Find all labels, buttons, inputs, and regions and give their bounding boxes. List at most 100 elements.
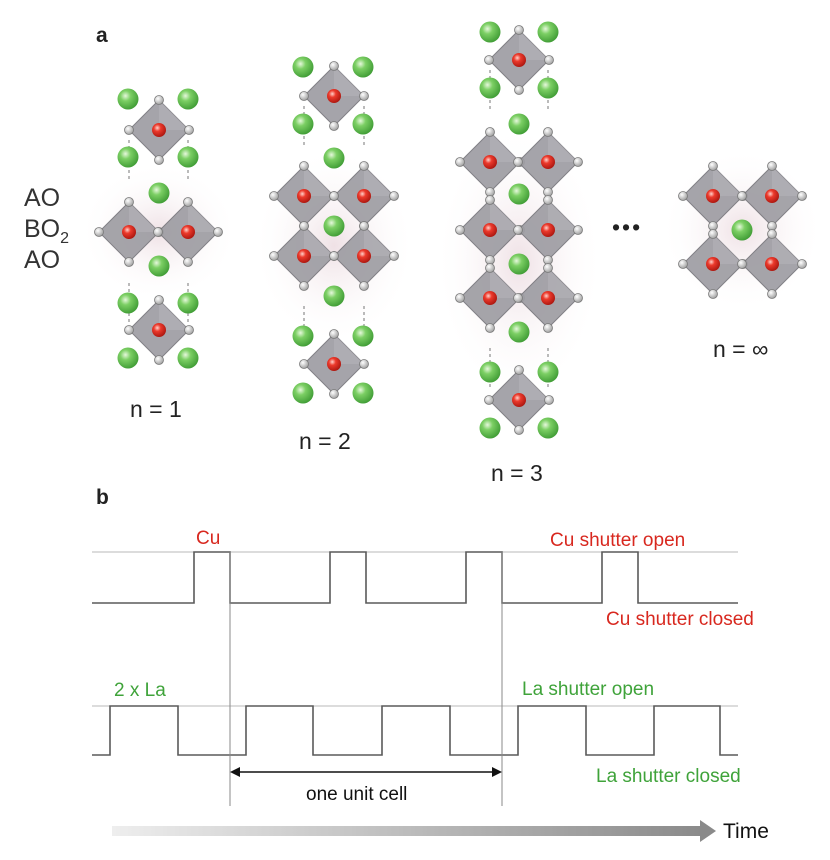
b-site-atom xyxy=(297,249,311,263)
octahedron-facet xyxy=(772,234,802,264)
oxygen-atom xyxy=(359,161,369,171)
oxygen-atom xyxy=(153,227,163,237)
oxygen-atom xyxy=(543,127,553,137)
oxygen-atom xyxy=(484,55,494,65)
oxygen-atom xyxy=(708,289,718,299)
b-site-atom xyxy=(181,225,195,239)
octahedron-facet xyxy=(548,200,578,230)
oxygen-atom xyxy=(678,259,688,269)
oxygen-atom xyxy=(184,325,194,335)
oxygen-atom xyxy=(708,229,718,239)
oxygen-atom xyxy=(299,221,309,231)
octahedron-facet xyxy=(519,370,549,400)
oxygen-atom xyxy=(513,157,523,167)
octahedron-facet xyxy=(490,200,520,230)
b-site-atom xyxy=(765,257,779,271)
cu-pulse-label: Cu xyxy=(196,528,221,549)
b-site-atom xyxy=(152,123,166,137)
la-open-label: La shutter open xyxy=(522,679,655,700)
octahedron-facet xyxy=(490,132,520,162)
b-site-atom xyxy=(327,89,341,103)
octahedron-facet xyxy=(772,166,802,196)
oxygen-atom xyxy=(213,227,223,237)
oxygen-atom xyxy=(359,359,369,369)
a-site-atom xyxy=(537,417,559,439)
cu-closed-label: Cu shutter closed xyxy=(606,609,754,630)
b-site-atom xyxy=(483,291,497,305)
structure-label-ninf: n = ∞ xyxy=(713,336,769,362)
oxygen-atom xyxy=(485,127,495,137)
a-site-atom xyxy=(117,292,139,314)
b-site-atom xyxy=(541,291,555,305)
structure-label-n2: n = 2 xyxy=(299,428,351,454)
oxygen-atom xyxy=(389,191,399,201)
oxygen-atom xyxy=(154,95,164,105)
octahedron-facet xyxy=(548,132,578,162)
cu-shutter-waveform xyxy=(92,551,738,604)
la-closed-label: La shutter closed xyxy=(596,766,741,787)
b-site-atom xyxy=(122,225,136,239)
la-pulse-label: 2 x La xyxy=(114,680,166,701)
oxygen-atom xyxy=(543,263,553,273)
layer-label-ao-top: AO xyxy=(24,184,61,212)
a-site-atom xyxy=(292,325,314,347)
a-site-atom xyxy=(292,113,314,135)
oxygen-atom xyxy=(797,191,807,201)
oxygen-atom xyxy=(329,121,339,131)
unit-cell-label: one unit cell xyxy=(306,784,408,805)
octahedron-facet xyxy=(159,300,189,330)
a-site-atom xyxy=(479,417,501,439)
oxygen-atom xyxy=(708,161,718,171)
a-site-atom xyxy=(177,292,199,314)
oxygen-atom xyxy=(299,161,309,171)
oxygen-atom xyxy=(514,365,524,375)
a-site-atom xyxy=(508,253,530,275)
a-site-atom xyxy=(508,321,530,343)
a-site-atom xyxy=(479,21,501,43)
oxygen-atom xyxy=(678,191,688,201)
layer-label-bo: BO xyxy=(24,215,61,243)
oxygen-atom xyxy=(154,155,164,165)
b-site-atom xyxy=(152,323,166,337)
a-site-atom xyxy=(117,347,139,369)
octahedron-facet xyxy=(364,166,394,196)
octahedron-facet xyxy=(304,166,334,196)
a-site-atom xyxy=(148,182,170,204)
b-site-atom xyxy=(706,189,720,203)
b-site-atom xyxy=(512,53,526,67)
b-site-atom xyxy=(483,155,497,169)
crystal-structures xyxy=(79,21,824,439)
oxygen-atom xyxy=(455,225,465,235)
octahedron-facet xyxy=(519,30,549,60)
oxygen-atom xyxy=(329,389,339,399)
oxygen-atom xyxy=(329,251,339,261)
a-site-atom xyxy=(352,56,374,78)
oxygen-atom xyxy=(124,325,134,335)
a-site-atom xyxy=(177,88,199,110)
oxygen-atom xyxy=(544,55,554,65)
octahedron-facet xyxy=(188,202,218,232)
octahedron-facet xyxy=(159,100,189,130)
b-site-atom xyxy=(327,357,341,371)
ellipsis: ••• xyxy=(612,214,643,240)
oxygen-atom xyxy=(269,191,279,201)
structure-halo xyxy=(252,146,416,346)
oxygen-atom xyxy=(154,355,164,365)
octahedron-facet xyxy=(364,226,394,256)
octahedron-facet xyxy=(334,334,364,364)
oxygen-atom xyxy=(389,251,399,261)
oxygen-atom xyxy=(154,295,164,305)
oxygen-atom xyxy=(514,25,524,35)
a-site-atom xyxy=(117,146,139,168)
time-axis-bar xyxy=(112,826,702,836)
oxygen-atom xyxy=(573,225,583,235)
oxygen-atom xyxy=(329,191,339,201)
a-site-atom xyxy=(479,361,501,383)
a-site-atom xyxy=(352,325,374,347)
a-site-atom xyxy=(537,361,559,383)
oxygen-atom xyxy=(767,161,777,171)
b-site-atom xyxy=(297,189,311,203)
time-axis-label: Time xyxy=(723,820,769,843)
oxygen-atom xyxy=(514,85,524,95)
